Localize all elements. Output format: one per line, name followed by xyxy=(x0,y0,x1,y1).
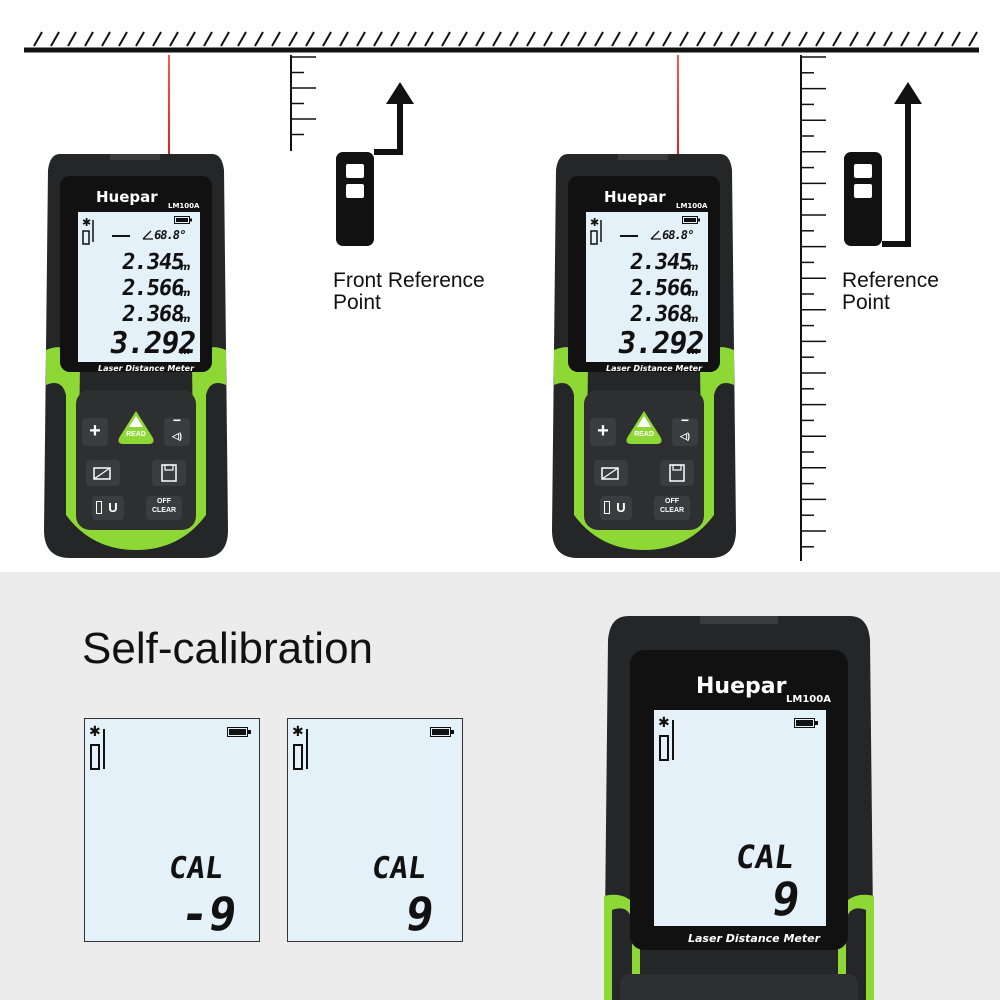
minus-button[interactable] xyxy=(164,418,190,446)
reading-2: 2.566 xyxy=(628,276,693,301)
device-brand: Huepar xyxy=(604,188,666,206)
reading-2: 2.566 xyxy=(120,276,185,301)
device-model: LM100A xyxy=(168,202,200,210)
calibration-word: CAL xyxy=(733,838,797,876)
unit-3: m xyxy=(688,314,699,325)
area-icon xyxy=(601,467,619,480)
minus-label: − xyxy=(172,412,182,428)
off-label: OFF xyxy=(665,498,679,505)
svg-text:✱: ✱ xyxy=(82,216,91,229)
device-body xyxy=(604,616,874,1000)
device-brand: Huepar xyxy=(696,674,787,699)
unit-1: m xyxy=(688,262,699,273)
device-caption: Laser Distance Meter xyxy=(688,932,821,945)
unit-2: m xyxy=(180,288,191,299)
laser-beam-right xyxy=(677,55,679,155)
unit-main: m xyxy=(688,346,699,357)
unit-button[interactable] xyxy=(92,496,124,520)
device-body xyxy=(552,154,736,558)
battery-icon xyxy=(227,727,251,737)
read-button[interactable] xyxy=(624,408,664,448)
plus-label: + xyxy=(89,420,101,442)
device-model: LM100A xyxy=(786,694,831,705)
off-clear-button[interactable] xyxy=(654,496,690,520)
distance-meter-large: Huepar LM100A ✱ CAL 9 Laser Distance Met… xyxy=(600,614,878,1000)
distance-meter-rear: Huepar LM100A ✱ 68.8° 2.345 m 2.566 m 2.… xyxy=(548,150,740,560)
clear-label: CLEAR xyxy=(659,507,685,514)
save-icon xyxy=(161,464,177,482)
off-label: OFF xyxy=(157,498,171,505)
reading-1: 2.345 xyxy=(628,250,693,275)
battery-icon xyxy=(682,216,700,224)
device-model: LM100A xyxy=(676,202,708,210)
laser-icon: ✱ xyxy=(658,715,674,761)
battery-icon xyxy=(430,727,454,737)
section-title: Self-calibration xyxy=(82,624,374,673)
calibration-value: -9 xyxy=(177,887,241,941)
unit-3: m xyxy=(180,314,191,325)
svg-text:✱: ✱ xyxy=(658,715,670,731)
unit-label: U xyxy=(108,500,118,515)
read-label: READ xyxy=(634,431,654,438)
speaker-icon: ◁) xyxy=(680,431,690,441)
unit-1: m xyxy=(180,262,191,273)
distance-meter-front: Huepar LM100A ✱ 68.8° 2.345 m 2.566 m 2.… xyxy=(40,150,232,560)
reference-icon xyxy=(604,501,610,514)
reading-1: 2.345 xyxy=(120,250,185,275)
read-label: READ xyxy=(126,431,146,438)
ceiling-surface xyxy=(24,31,979,53)
area-icon xyxy=(93,467,111,480)
calibration-screen-positive: ✱ CAL 9 xyxy=(287,718,463,942)
laser-icon: ✱ xyxy=(590,216,602,245)
reading-3: 2.368 xyxy=(628,302,693,327)
battery-icon xyxy=(174,216,192,224)
svg-text:✱: ✱ xyxy=(590,216,599,229)
angle-reading: 68.8° xyxy=(661,228,695,242)
read-button[interactable] xyxy=(116,408,156,448)
battery-icon xyxy=(794,718,818,728)
laser-beam-left xyxy=(168,55,170,155)
angle-icon xyxy=(142,230,153,240)
plus-button[interactable] xyxy=(590,418,616,446)
ruler-long xyxy=(800,55,826,561)
calibration-word: CAL xyxy=(369,851,429,886)
svg-text:✱: ✱ xyxy=(89,724,101,740)
reading-3: 2.368 xyxy=(120,302,185,327)
plus-label: + xyxy=(597,420,609,442)
unit-label: U xyxy=(616,500,626,515)
measurement-reference-section: Front Reference Point Reference Point Hu… xyxy=(24,31,979,561)
rear-reference-label: Reference Point xyxy=(842,269,939,314)
plus-button[interactable] xyxy=(82,418,108,446)
calibration-value: 9 xyxy=(402,887,438,941)
front-reference-icon xyxy=(336,82,414,246)
calibration-word: CAL xyxy=(166,851,226,886)
front-reference-label: Front Reference Point xyxy=(333,269,485,314)
speaker-icon: ◁) xyxy=(172,431,182,441)
calibration-screen-negative: ✱ CAL -9 xyxy=(84,718,260,942)
unit-2: m xyxy=(688,288,699,299)
laser-icon: ✱ xyxy=(89,724,105,770)
unit-button[interactable] xyxy=(600,496,632,520)
device-caption: Laser Distance Meter xyxy=(606,364,703,373)
laser-icon: ✱ xyxy=(292,724,308,770)
save-icon xyxy=(669,464,685,482)
clear-label: CLEAR xyxy=(151,507,177,514)
lcd-dash xyxy=(620,235,638,237)
laser-icon: ✱ xyxy=(82,216,94,245)
angle-reading: 68.8° xyxy=(153,228,187,242)
minus-label: − xyxy=(680,412,690,428)
rear-reference-icon xyxy=(844,82,922,247)
svg-text:✱: ✱ xyxy=(292,724,304,740)
lcd-dash xyxy=(112,235,130,237)
ruler-short xyxy=(290,55,316,151)
reference-icon xyxy=(96,501,102,514)
unit-main: m xyxy=(180,346,191,357)
device-brand: Huepar xyxy=(96,188,158,206)
angle-icon xyxy=(650,230,661,240)
device-caption: Laser Distance Meter xyxy=(98,364,195,373)
minus-button[interactable] xyxy=(672,418,698,446)
off-clear-button[interactable] xyxy=(146,496,182,520)
